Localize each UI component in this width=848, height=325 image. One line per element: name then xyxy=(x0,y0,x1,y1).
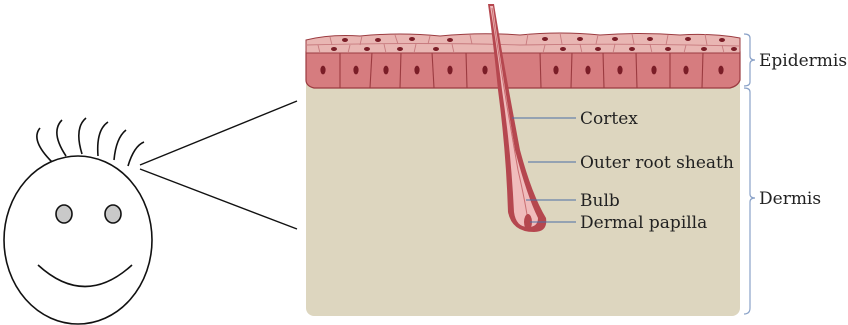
right-eye xyxy=(105,205,121,223)
left-eye xyxy=(56,205,72,223)
label-dermis: Dermis xyxy=(759,189,821,209)
cartoon-face-icon xyxy=(4,118,152,324)
label-cortex: Cortex xyxy=(580,109,638,129)
face-outline xyxy=(4,156,152,324)
epidermis-upper-layer xyxy=(306,33,740,53)
epidermis-basal-layer xyxy=(306,52,740,88)
dermis-bracket xyxy=(744,88,755,314)
label-bulb: Bulb xyxy=(580,191,620,211)
label-outer-root-sheath: Outer root sheath xyxy=(580,153,734,173)
label-epidermis: Epidermis xyxy=(759,51,847,71)
label-dermal-papilla: Dermal papilla xyxy=(580,213,707,233)
epidermis-bracket xyxy=(744,34,755,86)
brackets xyxy=(744,34,755,314)
zoom-lines xyxy=(140,101,297,229)
